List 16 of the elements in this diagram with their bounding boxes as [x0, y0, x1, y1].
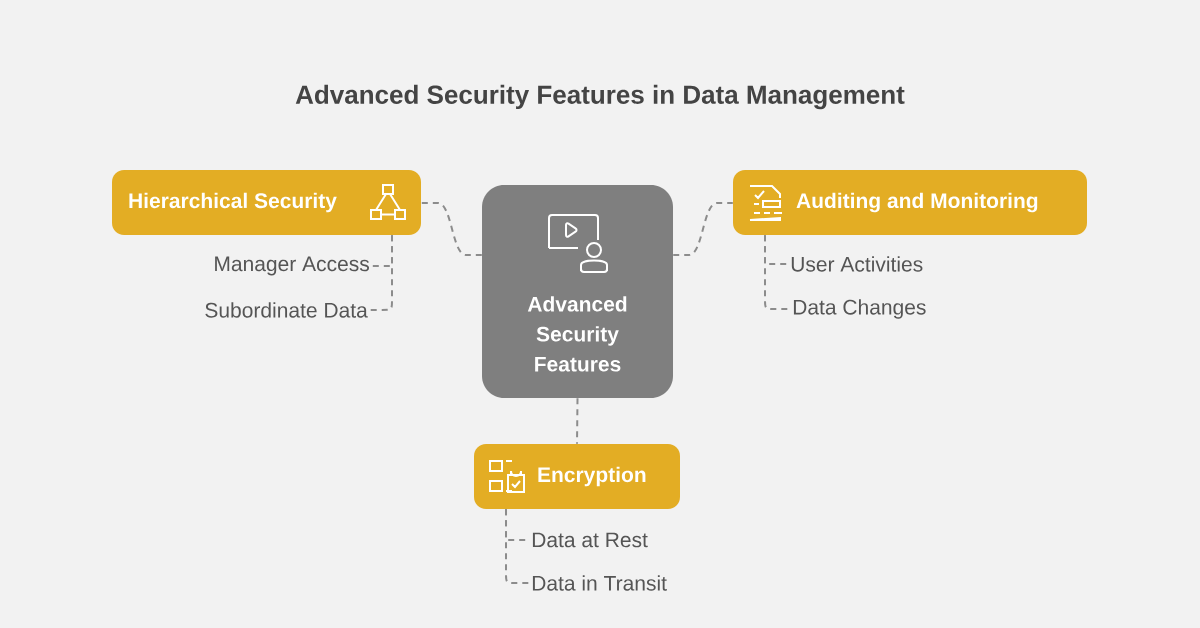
item-label: Data at Rest — [532, 532, 648, 548]
item-label: Manager Access — [215, 256, 369, 276]
connector — [420, 202, 483, 256]
connector — [672, 202, 734, 256]
item-label: Data Changes — [793, 299, 926, 319]
category-box: Auditing and Monitoring — [733, 170, 1087, 235]
category-box: Encryption — [474, 444, 680, 509]
connector — [505, 508, 530, 584]
title: Advanced Security Features in Data Management — [295, 84, 905, 110]
connector — [369, 234, 393, 311]
item-label: User Activities — [791, 256, 923, 272]
category-box: Hierarchical Security — [112, 170, 421, 235]
connector — [576, 397, 579, 445]
item-label: Data in Transit — [532, 575, 667, 591]
item-label: Subordinate Data — [205, 302, 368, 318]
feature-box: Advanced Security Features — [482, 185, 673, 398]
